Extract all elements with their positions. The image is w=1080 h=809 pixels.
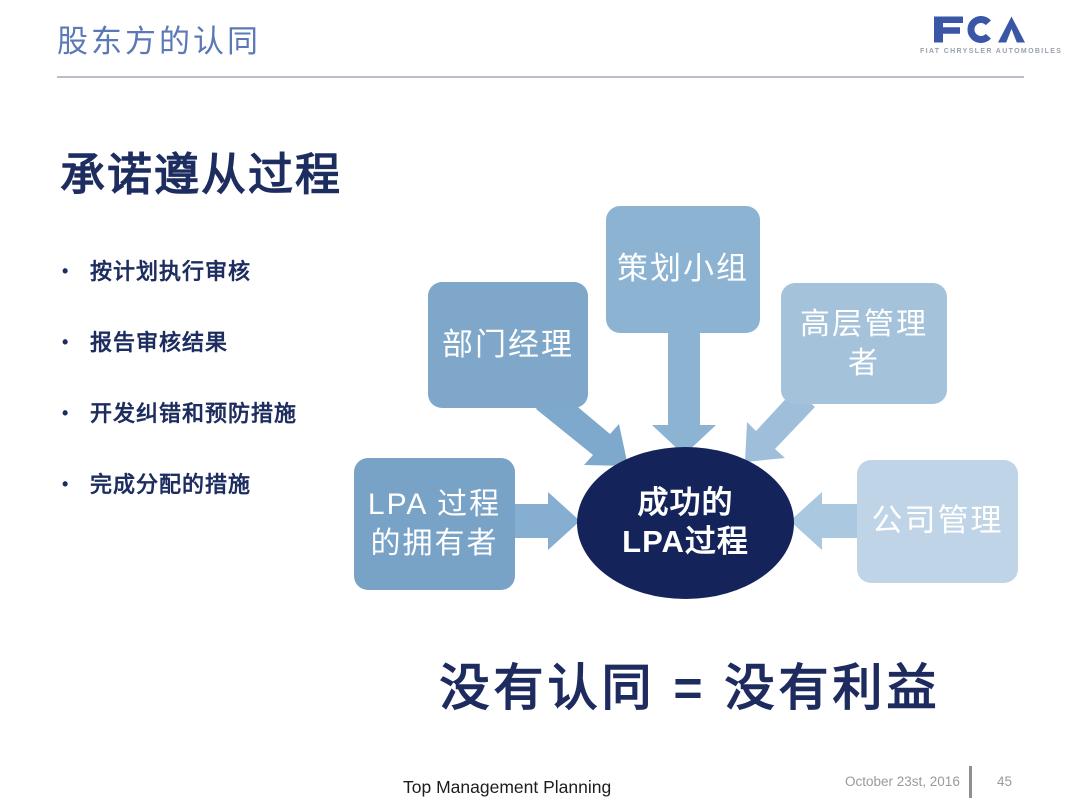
bullet-text: 开发纠错和预防措施 bbox=[90, 401, 298, 426]
fca-logo-letters bbox=[934, 16, 1025, 43]
ellipse-label-line2: LPA过程 bbox=[622, 524, 749, 559]
box-label: 策划小组 bbox=[617, 251, 749, 287]
box-planning-team: 策划小组 bbox=[606, 206, 760, 333]
bullet-text: 按计划执行审核 bbox=[90, 259, 252, 284]
box-label: 的拥有者 bbox=[370, 527, 499, 560]
box-top-management: 高层管理 者 bbox=[781, 283, 947, 404]
logo-tagline: FIAT CHRYSLER AUTOMOBILES bbox=[920, 48, 1063, 55]
bullet-text: 完成分配的措施 bbox=[90, 472, 252, 497]
bullet-item: 完成分配的措施 bbox=[62, 471, 372, 498]
arrow-lpa-owner-to-center bbox=[512, 492, 580, 550]
bullet-item: 报告审核结果 bbox=[62, 329, 372, 356]
arrow-planning-team-to-center bbox=[652, 333, 716, 455]
bullet-item: 开发纠错和预防措施 bbox=[62, 400, 372, 427]
letter-f bbox=[934, 16, 963, 43]
bullet-item: 按计划执行审核 bbox=[62, 258, 372, 285]
footer-divider bbox=[969, 766, 972, 798]
page-title: 股东方的认同 bbox=[57, 24, 261, 59]
box-label: 者 bbox=[848, 346, 880, 380]
box-corporate-management: 公司管理 bbox=[857, 460, 1018, 583]
box-label: 高层管理 bbox=[800, 307, 928, 341]
box-label: LPA 过程 bbox=[367, 488, 502, 521]
box-label: 部门经理 bbox=[442, 326, 574, 362]
slide-heading: 承诺遵从过程 bbox=[60, 149, 343, 200]
footer-title: Top Management Planning bbox=[403, 777, 612, 797]
statement: 没有认同 = 没有利益 bbox=[439, 660, 941, 716]
arrow-top-management-to-center bbox=[745, 389, 815, 462]
letter-c bbox=[967, 16, 991, 43]
box-lpa-process-owner: LPA 过程 的拥有者 bbox=[354, 458, 515, 590]
arrow-corporate-to-center bbox=[790, 492, 857, 550]
footer-page-number: 45 bbox=[997, 774, 1013, 789]
bullet-list: 按计划执行审核 报告审核结果 开发纠错和预防措施 完成分配的措施 bbox=[62, 258, 372, 542]
ellipse-label-line1: 成功的 bbox=[637, 485, 734, 521]
bullet-text: 报告审核结果 bbox=[90, 330, 229, 355]
box-dept-manager: 部门经理 bbox=[428, 282, 588, 408]
fca-logo: FIAT CHRYSLER AUTOMOBILES bbox=[920, 15, 1063, 55]
footer-date: October 23st, 2016 bbox=[845, 774, 960, 789]
letter-a bbox=[998, 16, 1025, 43]
header-divider bbox=[57, 76, 1024, 78]
box-label: 公司管理 bbox=[871, 503, 1004, 539]
center-ellipse-successful-lpa: 成功的 LPA过程 bbox=[577, 447, 794, 599]
